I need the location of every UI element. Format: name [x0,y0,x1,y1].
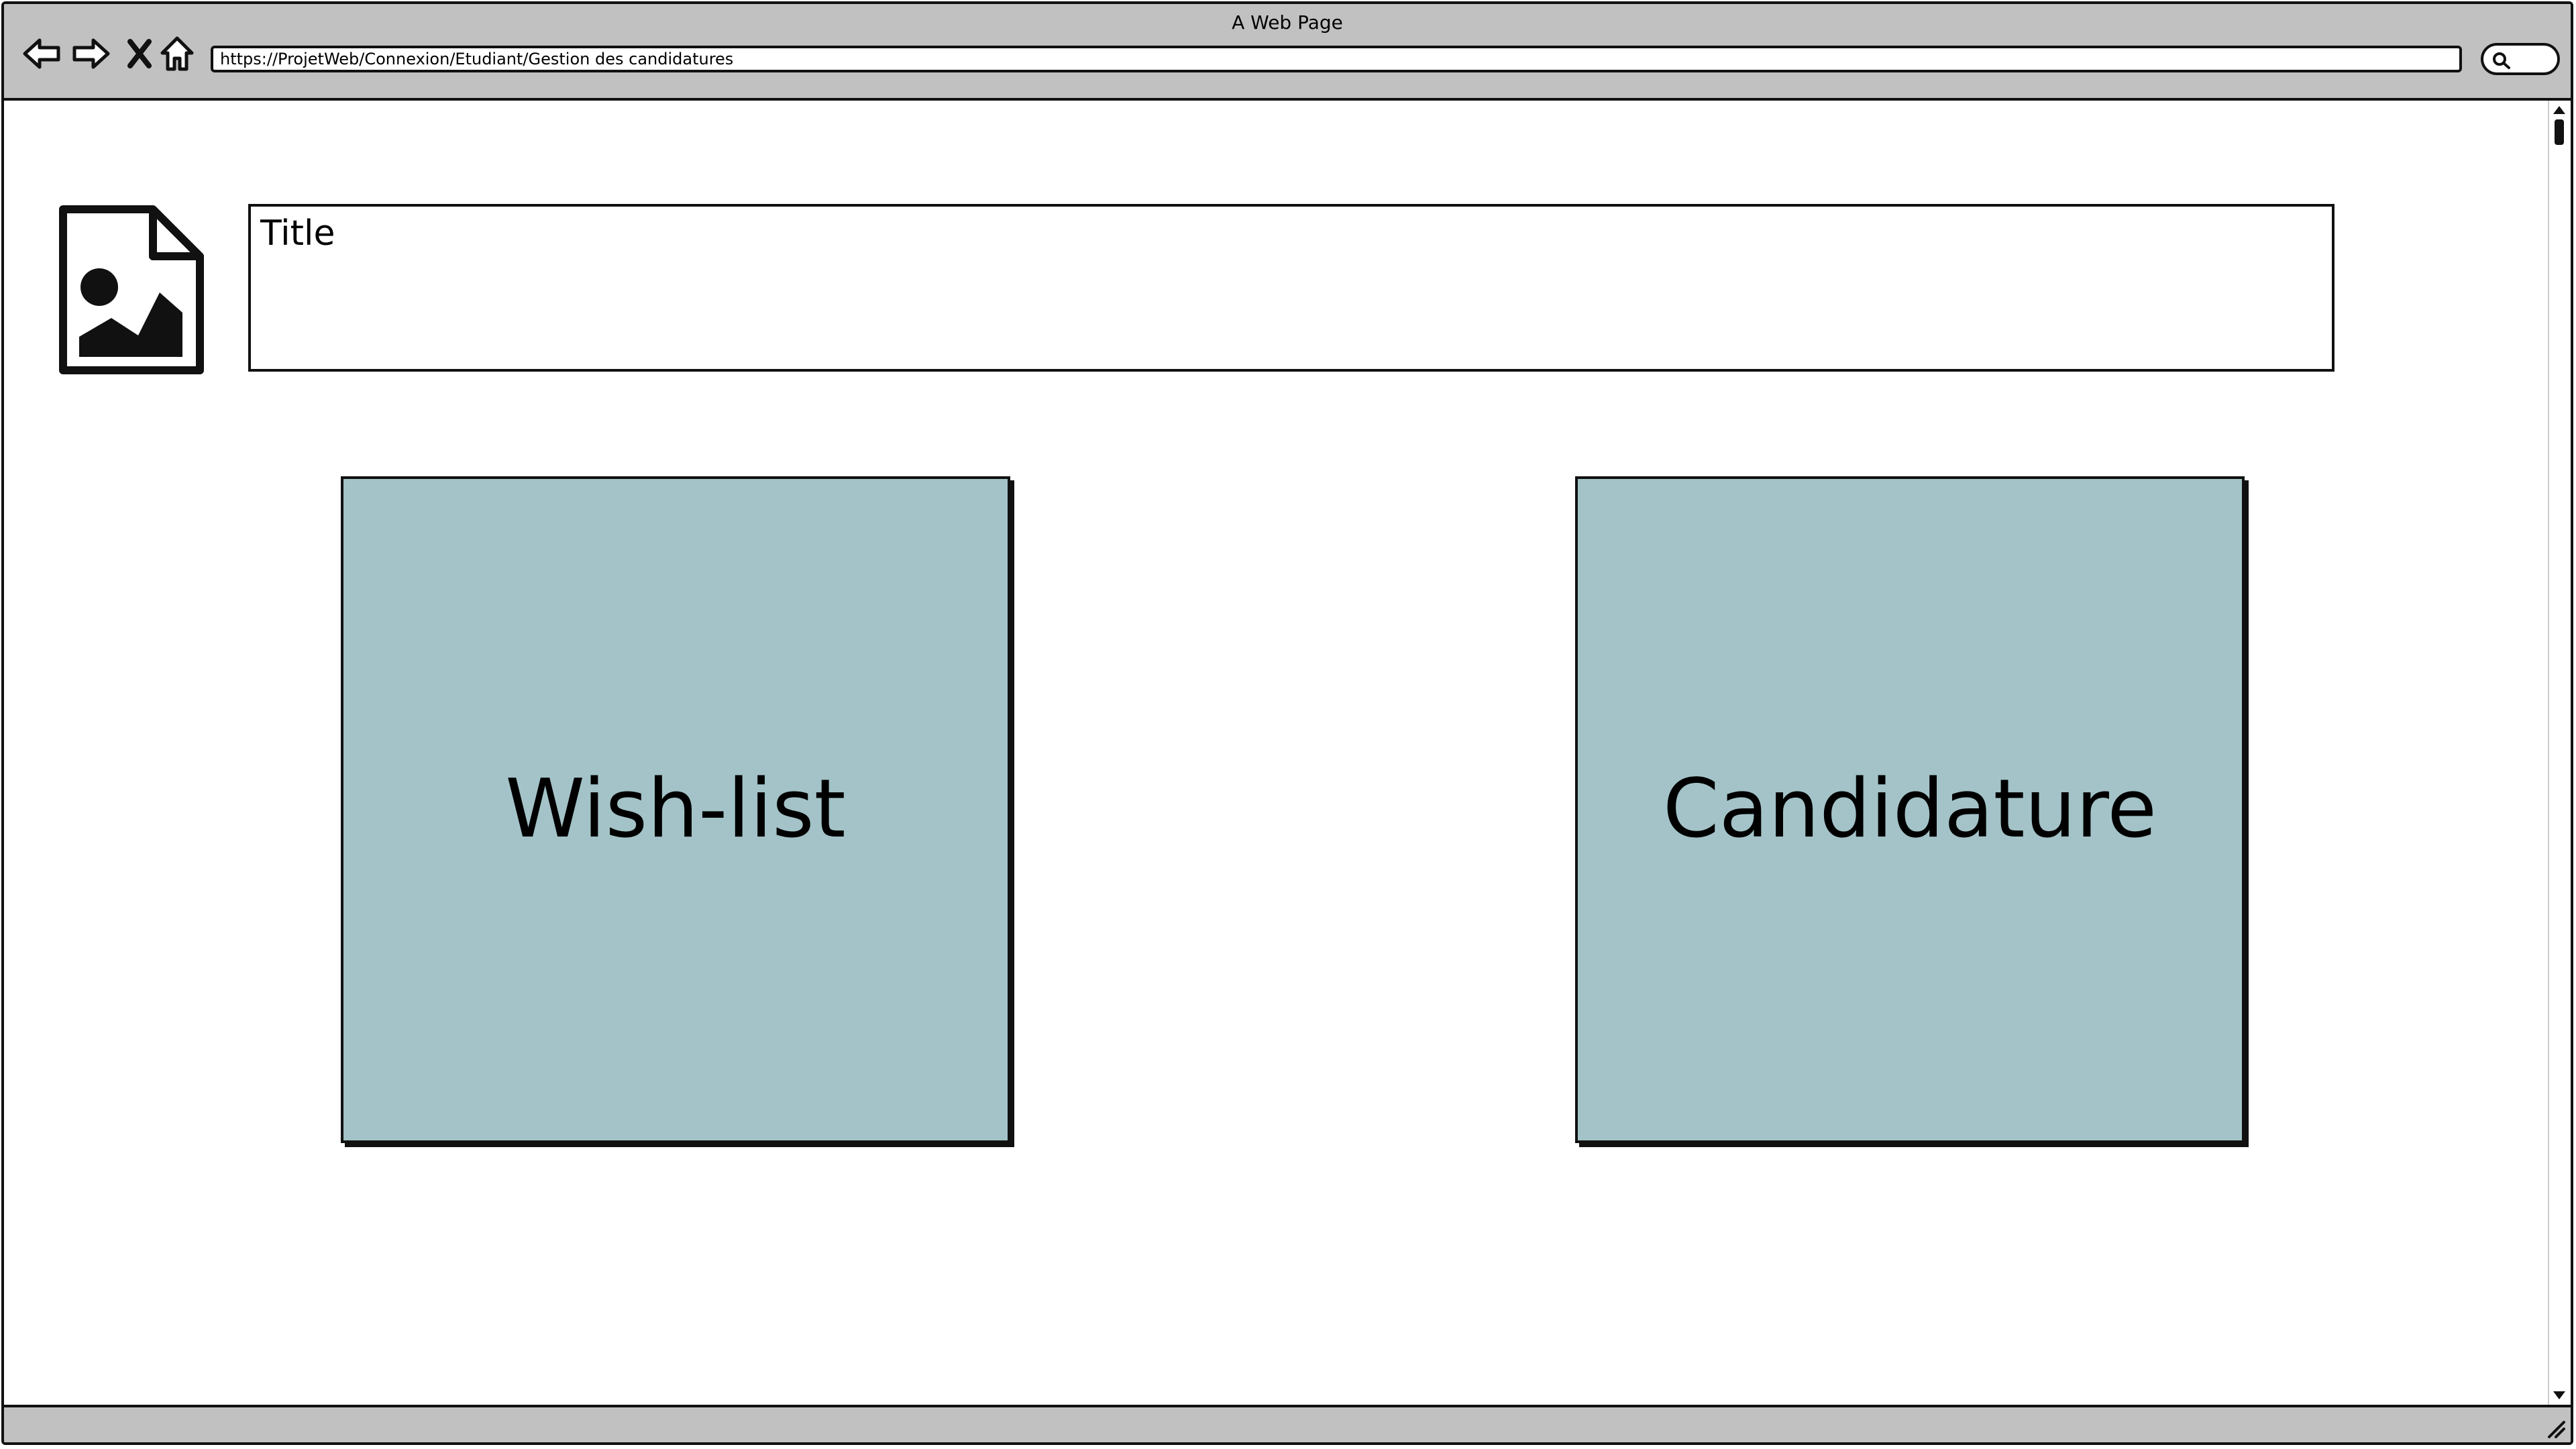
window-title: A Web Page [1232,11,1343,34]
page-title: Title [260,213,335,254]
scroll-up-arrow-icon[interactable] [2553,106,2565,114]
search-icon [2493,52,2510,69]
status-bar [4,1405,2571,1442]
scroll-down-arrow-icon[interactable] [2553,1391,2565,1399]
image-placeholder-icon [56,205,207,377]
back-arrow-icon[interactable] [21,34,62,74]
page-content: Title Wish-list Candidature [4,101,2548,1405]
wishlist-card-button[interactable]: Wish-list [341,476,1010,1143]
forward-arrow-icon[interactable] [71,34,111,74]
candidature-card-button[interactable]: Candidature [1575,476,2245,1143]
scrollbar-thumb[interactable] [2555,119,2564,145]
home-icon[interactable] [157,34,197,74]
candidature-card-label: Candidature [1662,763,2157,856]
address-bar[interactable]: https://ProjetWeb/Connexion/Etudiant/Ges… [211,46,2462,72]
browser-search-box[interactable] [2481,43,2560,75]
close-x-icon[interactable] [119,34,160,74]
title-box: Title [248,204,2334,372]
vertical-scrollbar[interactable] [2548,101,2571,1405]
resize-grip-icon[interactable] [2545,1418,2567,1440]
wishlist-card-label: Wish-list [505,763,846,856]
browser-toolbar: A Web Page https://ProjetWeb/Connexion/E… [4,4,2571,101]
